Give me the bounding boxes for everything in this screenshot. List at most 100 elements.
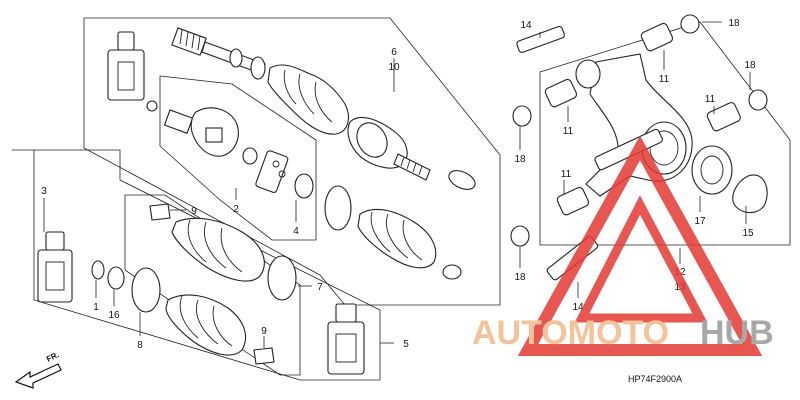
fr-arrow-icon — [14, 363, 62, 389]
bearing-17 — [691, 145, 733, 195]
snap-ring-4 — [294, 173, 314, 199]
inner-boot-right — [324, 185, 462, 280]
boot-band-9-lower — [253, 347, 275, 365]
cv-face — [356, 122, 388, 158]
shaft-clamp — [250, 56, 266, 80]
tripod-cage — [255, 150, 289, 193]
boot-band-7 — [267, 255, 297, 301]
knuckle-arm-frame — [539, 21, 791, 246]
seal-18-right — [748, 89, 768, 111]
stop-ring-16 — [107, 266, 125, 290]
watermark: AUTOMOTO HUB — [472, 135, 774, 356]
clamp-large — [324, 185, 352, 231]
callout-18-right: 18 — [744, 60, 756, 71]
inner-boot-ribs — [370, 211, 423, 261]
shaft-ring — [229, 48, 243, 68]
grease-bottle-3 — [37, 231, 73, 303]
watermark-inner-triangle-icon — [574, 195, 708, 323]
boot-subframe — [124, 194, 301, 376]
tripod-window — [205, 127, 223, 143]
bushing — [556, 186, 590, 216]
callout-7: 7 — [317, 282, 323, 293]
boot-kit-frame — [12, 149, 381, 381]
callout-1: 1 — [93, 302, 99, 313]
diagram-code: HP74F2900A — [628, 374, 682, 384]
front-arrow: FR. — [14, 350, 62, 389]
callout-9-upper: 9 — [191, 206, 197, 217]
callout-11-bottom: 11 — [561, 169, 572, 180]
outer-boot — [267, 64, 349, 135]
cage-ball — [278, 170, 286, 178]
boot-band-9-upper — [149, 203, 171, 221]
knuckle-arm — [585, 53, 693, 197]
boot-upper-ribs — [187, 219, 243, 273]
inner-boot — [357, 208, 437, 269]
callout-9-lower: 9 — [261, 326, 267, 337]
boot-lower — [165, 294, 246, 356]
bottle-cap — [117, 31, 135, 51]
circlip-1 — [91, 260, 105, 280]
callout-10: 10 — [388, 62, 400, 73]
callout-18-left: 18 — [514, 154, 526, 165]
inner-spline — [163, 109, 194, 134]
callout-14-top: 14 — [520, 20, 532, 31]
spline-end — [171, 27, 207, 56]
bushing-11-top — [640, 22, 674, 52]
seal-18-bottom — [510, 225, 530, 247]
bushing — [544, 78, 578, 108]
callout-14-bottom: 14 — [572, 302, 584, 313]
callout-4: 4 — [293, 226, 299, 237]
cage-ball — [272, 160, 280, 168]
bushing — [706, 102, 741, 132]
fr-label: FR. — [45, 350, 60, 364]
callout-11-right: 11 — [705, 94, 716, 105]
grease-bottle-top — [107, 31, 145, 101]
callout-8: 8 — [137, 340, 143, 351]
collar-14-top — [516, 25, 565, 53]
boot-ribs — [283, 69, 333, 123]
callout-11-top: 11 — [659, 74, 670, 85]
arm-eye — [575, 59, 601, 89]
watermark-brand-1: AUTOMOTO — [472, 314, 669, 352]
bottle-cap — [45, 231, 65, 251]
bushing-11-bottom — [556, 186, 590, 216]
callout-17: 17 — [694, 216, 706, 227]
bearing-17-inner — [700, 155, 724, 185]
callout-18-top: 18 — [728, 18, 740, 29]
inner-joint-assembly — [163, 107, 314, 199]
bottle-label — [335, 333, 357, 363]
bottle-label — [45, 261, 65, 291]
outer-joint-frame — [159, 75, 317, 241]
watermark-brand-2: HUB — [700, 314, 774, 352]
arm-bore-inner — [649, 130, 679, 166]
knuckle-arm-assembly — [575, 53, 693, 197]
callout-18-bottom: 18 — [514, 272, 526, 283]
watermark-triangle-icon — [517, 135, 763, 356]
spline-teeth — [179, 29, 201, 51]
circlip — [242, 147, 258, 165]
band-clamp — [448, 170, 476, 190]
snap-ring-15 — [732, 174, 768, 214]
seal-18-left — [512, 105, 532, 127]
callout-15: 15 — [742, 228, 754, 239]
bottle-body — [37, 249, 73, 303]
leader-lines — [43, 21, 751, 348]
bushing — [640, 22, 674, 52]
bushing-11-left — [544, 78, 578, 108]
callout-3: 3 — [41, 186, 47, 197]
bottle-body — [107, 49, 145, 101]
callout-5: 5 — [403, 339, 409, 350]
bottle-body — [327, 321, 365, 375]
seal-18-top — [680, 14, 700, 34]
callout-2: 2 — [233, 204, 239, 215]
drive-shaft-assembly — [171, 27, 476, 190]
o-ring-small — [146, 100, 158, 112]
callout-6: 6 — [391, 47, 397, 58]
band-clamp-small — [442, 264, 462, 280]
boot-upper — [171, 217, 265, 282]
stub-teeth — [400, 156, 423, 176]
grease-bottle-5 — [327, 303, 365, 375]
boot-band-8 — [131, 267, 161, 313]
